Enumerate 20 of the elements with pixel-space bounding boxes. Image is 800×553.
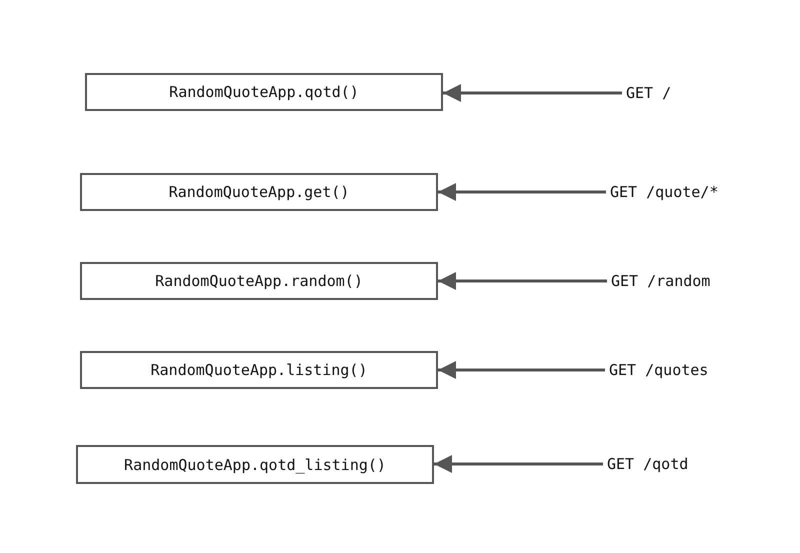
process-box [80, 262, 438, 300]
arrow [438, 272, 607, 290]
arrow [434, 455, 603, 473]
method-name: RandomQuoteApp.random() [155, 272, 363, 290]
process-box [80, 351, 438, 389]
process-box [80, 173, 438, 211]
arrow [438, 361, 605, 379]
process-box [85, 73, 443, 111]
method-name: RandomQuoteApp.listing() [150, 361, 368, 379]
method-name: RandomQuoteApp.qotd() [169, 83, 359, 101]
process-box [76, 445, 434, 484]
route-label: GET /quotes [609, 361, 708, 379]
route-label: GET /qotd [607, 455, 688, 473]
route-label: GET /random [611, 272, 710, 290]
route-label: GET /quote/* [610, 183, 718, 201]
arrow [438, 183, 606, 201]
arrow [443, 84, 622, 102]
method-name: RandomQuoteApp.get() [168, 183, 350, 201]
route-label: GET / [626, 84, 672, 102]
method-name: RandomQuoteApp.qotd_listing() [124, 456, 386, 474]
